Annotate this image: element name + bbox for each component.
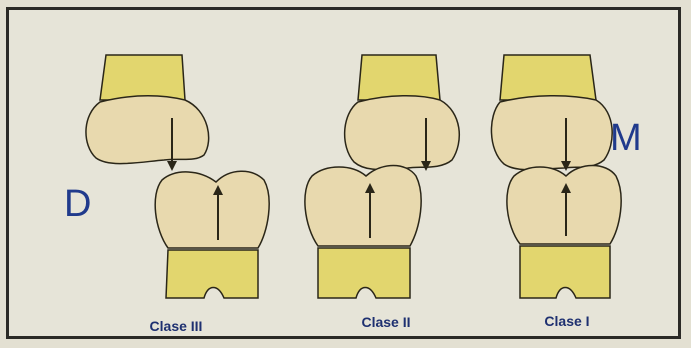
clase-i-upper-tooth bbox=[491, 55, 612, 170]
clase-ii-upper-root bbox=[358, 55, 440, 100]
clase-iii-lower-tooth bbox=[155, 171, 269, 298]
clase-iii-upper-crown bbox=[86, 96, 209, 164]
clase-i-upper-root bbox=[500, 55, 596, 100]
mesial-label: M bbox=[610, 117, 642, 159]
clase-ii-upper-crown bbox=[345, 96, 460, 170]
clase-ii-lower-crown bbox=[305, 166, 421, 247]
clase-iii-lower-root bbox=[166, 250, 258, 298]
distal-label: D bbox=[64, 183, 91, 225]
clase-ii-lower-root bbox=[318, 248, 410, 298]
clase-iii-label: Clase III bbox=[150, 318, 203, 334]
clase-i-group bbox=[491, 55, 621, 298]
clase-ii-lower-tooth bbox=[305, 166, 421, 299]
clase-i-lower-tooth bbox=[507, 166, 621, 299]
clase-iii-upper-tooth bbox=[86, 55, 209, 166]
clase-iii-group bbox=[86, 55, 269, 298]
clase-i-lower-root bbox=[520, 246, 610, 298]
clase-iii-lower-crown bbox=[155, 171, 269, 248]
clase-i-lower-crown bbox=[507, 166, 621, 245]
clase-ii-group bbox=[305, 55, 459, 298]
clase-i-label: Clase I bbox=[544, 313, 589, 329]
clase-ii-label: Clase II bbox=[361, 314, 410, 330]
clase-i-upper-crown bbox=[491, 96, 612, 170]
clase-ii-upper-tooth bbox=[345, 55, 460, 170]
clase-iii-upper-root bbox=[100, 55, 185, 100]
